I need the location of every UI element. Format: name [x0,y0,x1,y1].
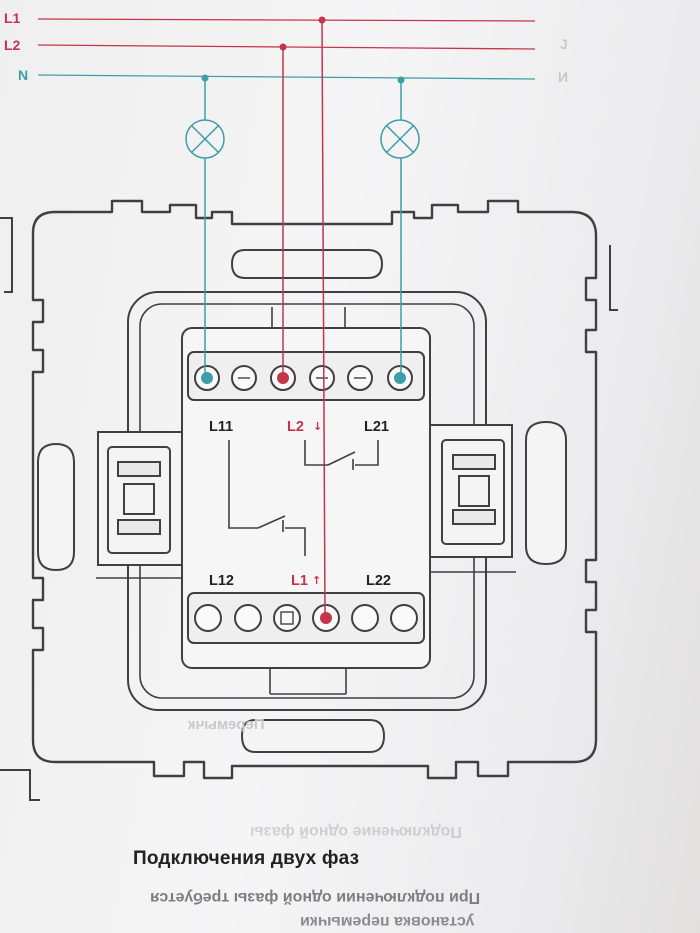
arrow-down-icon: ↓ [313,420,322,433]
terminal-label-l2: L2 [287,419,304,435]
svg-text:J: J [560,36,568,52]
rail-l1-label: L1 [4,10,21,26]
lamp-left [185,119,225,159]
terminal-label-l22: L22 [366,573,391,589]
rail-n-label: N [18,67,28,83]
frame-right-ear [609,245,618,311]
terminal-contact-phase [320,612,332,624]
left-clamp-window-bottom [117,519,161,535]
left-clamp-window-top [117,461,161,477]
right-clamp-window-top [452,454,496,470]
lamp-icon [380,119,420,159]
rail-l1-line [37,18,536,22]
wires [204,19,402,615]
clamp-rails [96,571,516,579]
frame-left-ear [0,217,13,293]
show-through-line-2: При подключении одной фазы требуется [150,889,481,906]
bottom-terminals [194,604,418,632]
switch-contacts [228,440,379,556]
wire-l1-to-terminal [321,19,326,615]
right-clamp-screw-seat [458,475,490,507]
diagram-caption: Подключения двух фаз [133,848,360,869]
left-screw-slot [37,442,75,572]
show-through-rail-letters: J И [558,36,568,85]
terminal-screw [194,604,222,632]
show-through-line-1: Подключение одной фазы [250,823,462,840]
terminal-screw [390,604,418,632]
rail-n-line [37,74,536,80]
top-screw-slot [230,249,384,279]
lamp-right [380,119,420,159]
right-clamp [429,424,513,558]
left-clamp-screw-seat [123,483,155,515]
terminal-screw [273,604,301,632]
bottom-terminal-block [187,592,425,644]
terminal-screw [234,604,262,632]
terminal-contact-neutral [394,372,406,384]
terminal-contact-phase [277,372,289,384]
wire-junction-dots [201,16,405,84]
right-screw-slot [525,420,567,566]
mounting-frame [31,199,598,780]
frame-left-foot [0,769,40,801]
terminal-screw [351,604,379,632]
show-through-line-3: установка перемычки [300,913,475,930]
svg-text:И: И [558,69,568,85]
right-clamp-window-bottom [452,509,496,525]
switch-contact-icon [228,440,306,556]
terminal-label-l21: L21 [364,419,389,435]
switch-contact-icon [304,440,379,470]
terminal-contact-neutral [201,372,213,384]
top-terminals [194,365,413,391]
rail-l2-label: L2 [4,37,21,53]
terminal-square-head [280,611,294,625]
bottom-screw-slot [240,719,386,753]
terminal-label-l1: L1 [291,573,308,589]
terminal-label-l12: L12 [209,573,234,589]
terminal-label-l11: L11 [209,419,233,435]
show-through-side-word: Перемычк [188,716,265,733]
left-clamp [97,431,183,566]
arrow-up-icon: ↑ [312,574,321,587]
